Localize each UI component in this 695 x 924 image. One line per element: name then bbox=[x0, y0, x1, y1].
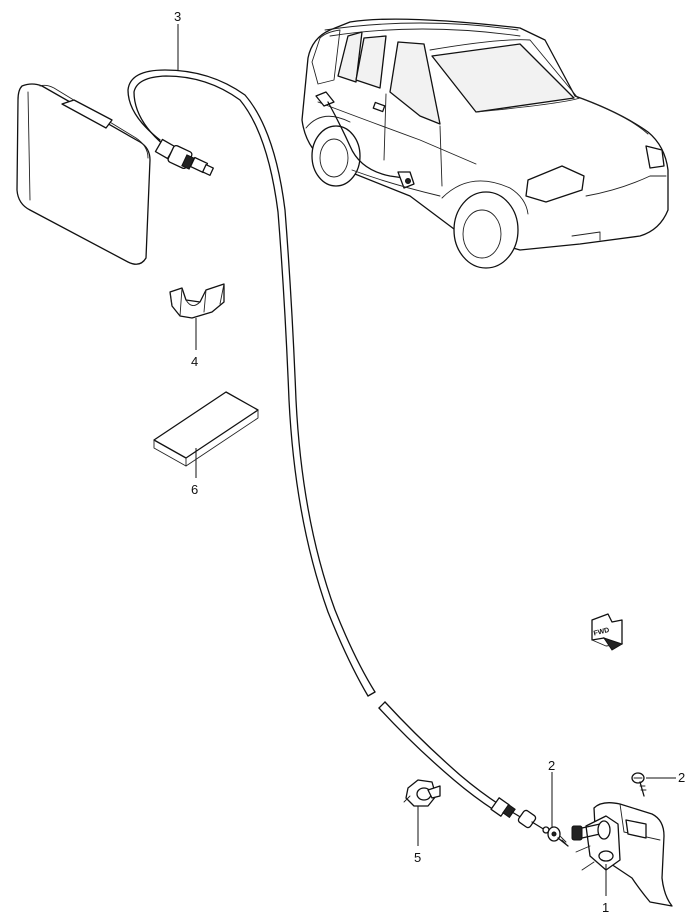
callout-1: 1 bbox=[602, 864, 609, 915]
callout-2b: 2 bbox=[646, 770, 685, 785]
callout-2a: 2 bbox=[548, 758, 555, 828]
callout-3-label: 3 bbox=[174, 9, 181, 24]
fuel-lid-panel bbox=[16, 83, 151, 265]
callout-2a-label: 2 bbox=[548, 758, 555, 773]
screw-b bbox=[631, 772, 647, 797]
callout-5-label: 5 bbox=[414, 850, 421, 865]
forward-direction-arrow: FWD bbox=[591, 613, 624, 651]
callout-4-label: 4 bbox=[191, 354, 198, 369]
vehicle-illustration bbox=[301, 18, 669, 269]
screw-a bbox=[547, 826, 569, 847]
fwd-badge-text: FWD bbox=[593, 627, 610, 638]
cable-clamp-bracket bbox=[169, 283, 225, 319]
callout-6-label: 6 bbox=[191, 482, 198, 497]
callout-2b-label: 2 bbox=[678, 770, 685, 785]
callout-3: 3 bbox=[174, 9, 181, 70]
callout-5: 5 bbox=[414, 806, 421, 865]
cushion-pad bbox=[153, 391, 259, 467]
callout-6: 6 bbox=[191, 448, 198, 497]
callout-4: 4 bbox=[191, 318, 198, 369]
cable-clip bbox=[403, 779, 441, 807]
fuel-lid-cable bbox=[127, 69, 550, 834]
callout-1-label: 1 bbox=[602, 900, 609, 915]
fuel-lid-lock-assembly bbox=[571, 802, 673, 907]
